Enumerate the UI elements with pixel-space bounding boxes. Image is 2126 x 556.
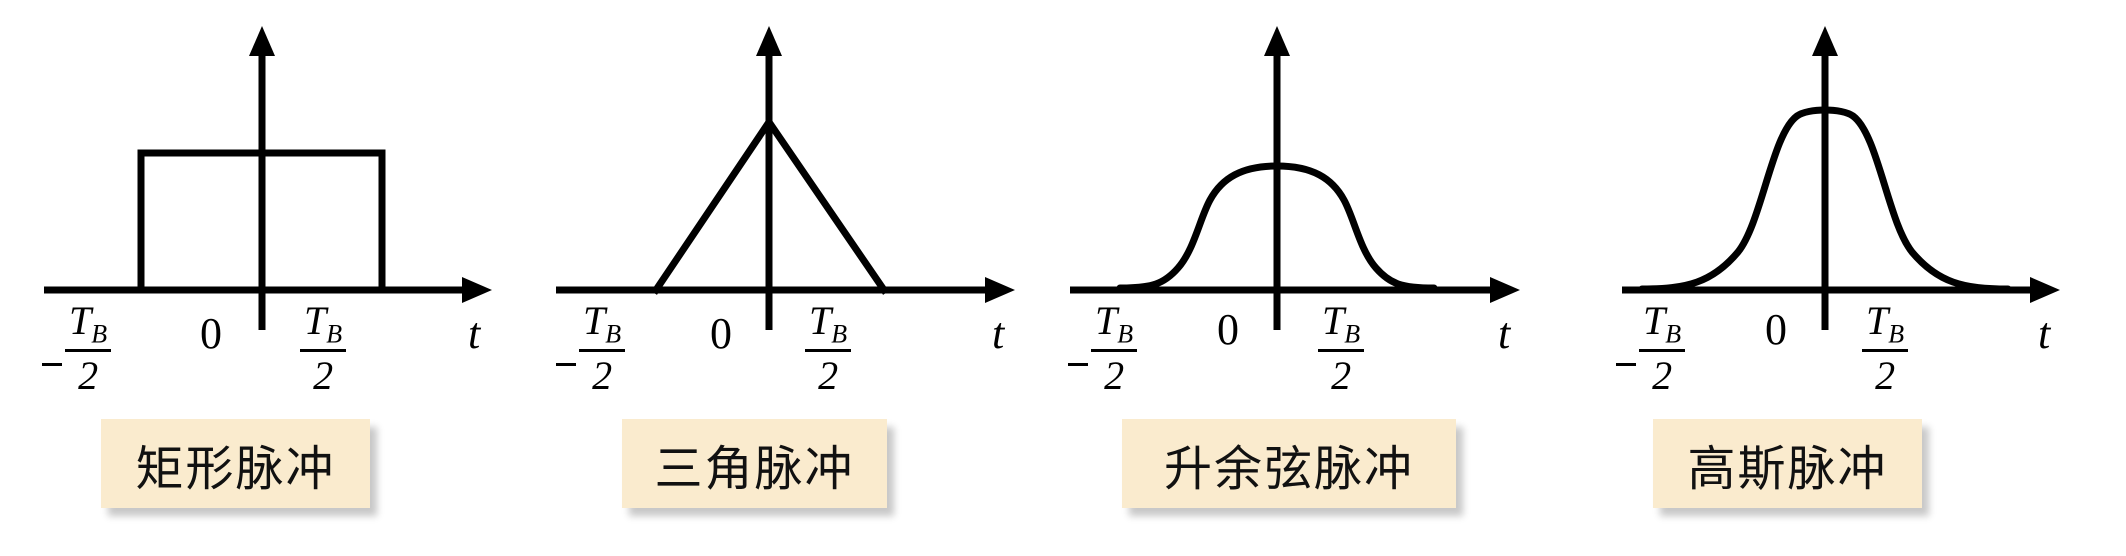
y-axis: [756, 26, 782, 330]
minus-sign-icon: [42, 363, 62, 367]
rectangular-pulse-waveform: [137, 149, 386, 294]
caption-triangular: 三角脉冲: [622, 419, 887, 508]
raised-cosine-pulse-plot: [1070, 26, 1520, 330]
tick-label-zero: 0: [1217, 305, 1239, 354]
gaussian-pulse-plot: [1622, 26, 2060, 330]
rectangular-pulse-plot: [44, 26, 492, 330]
triangular-pulse-plot: [556, 26, 1015, 330]
axis-label-t: t: [2038, 309, 2051, 358]
y-axis: [1264, 26, 1290, 330]
y-axis: [249, 26, 275, 330]
caption-raised-cosine: 升余弦脉冲: [1122, 419, 1456, 508]
axis-label-t: t: [468, 309, 481, 358]
raised-cosine-pulse-waveform: [1116, 162, 1438, 292]
minus-sign-icon: [556, 363, 576, 367]
t-axis: [44, 277, 492, 303]
y-axis: [1812, 26, 1838, 330]
triangular-pulse-waveform: [651, 115, 889, 295]
axis-label-t: t: [1498, 309, 1511, 358]
tick-label-zero: 0: [710, 309, 732, 358]
tick-label-zero: 0: [200, 309, 222, 358]
gaussian-pulse-waveform: [1638, 106, 2012, 293]
axis-label-t: t: [992, 309, 1005, 358]
minus-sign-icon: [1616, 363, 1636, 367]
caption-gaussian: 高斯脉冲: [1653, 419, 1922, 508]
tick-label-zero: 0: [1765, 305, 1787, 354]
minus-sign-icon: [1068, 363, 1088, 367]
caption-rectangular: 矩形脉冲: [101, 419, 370, 508]
